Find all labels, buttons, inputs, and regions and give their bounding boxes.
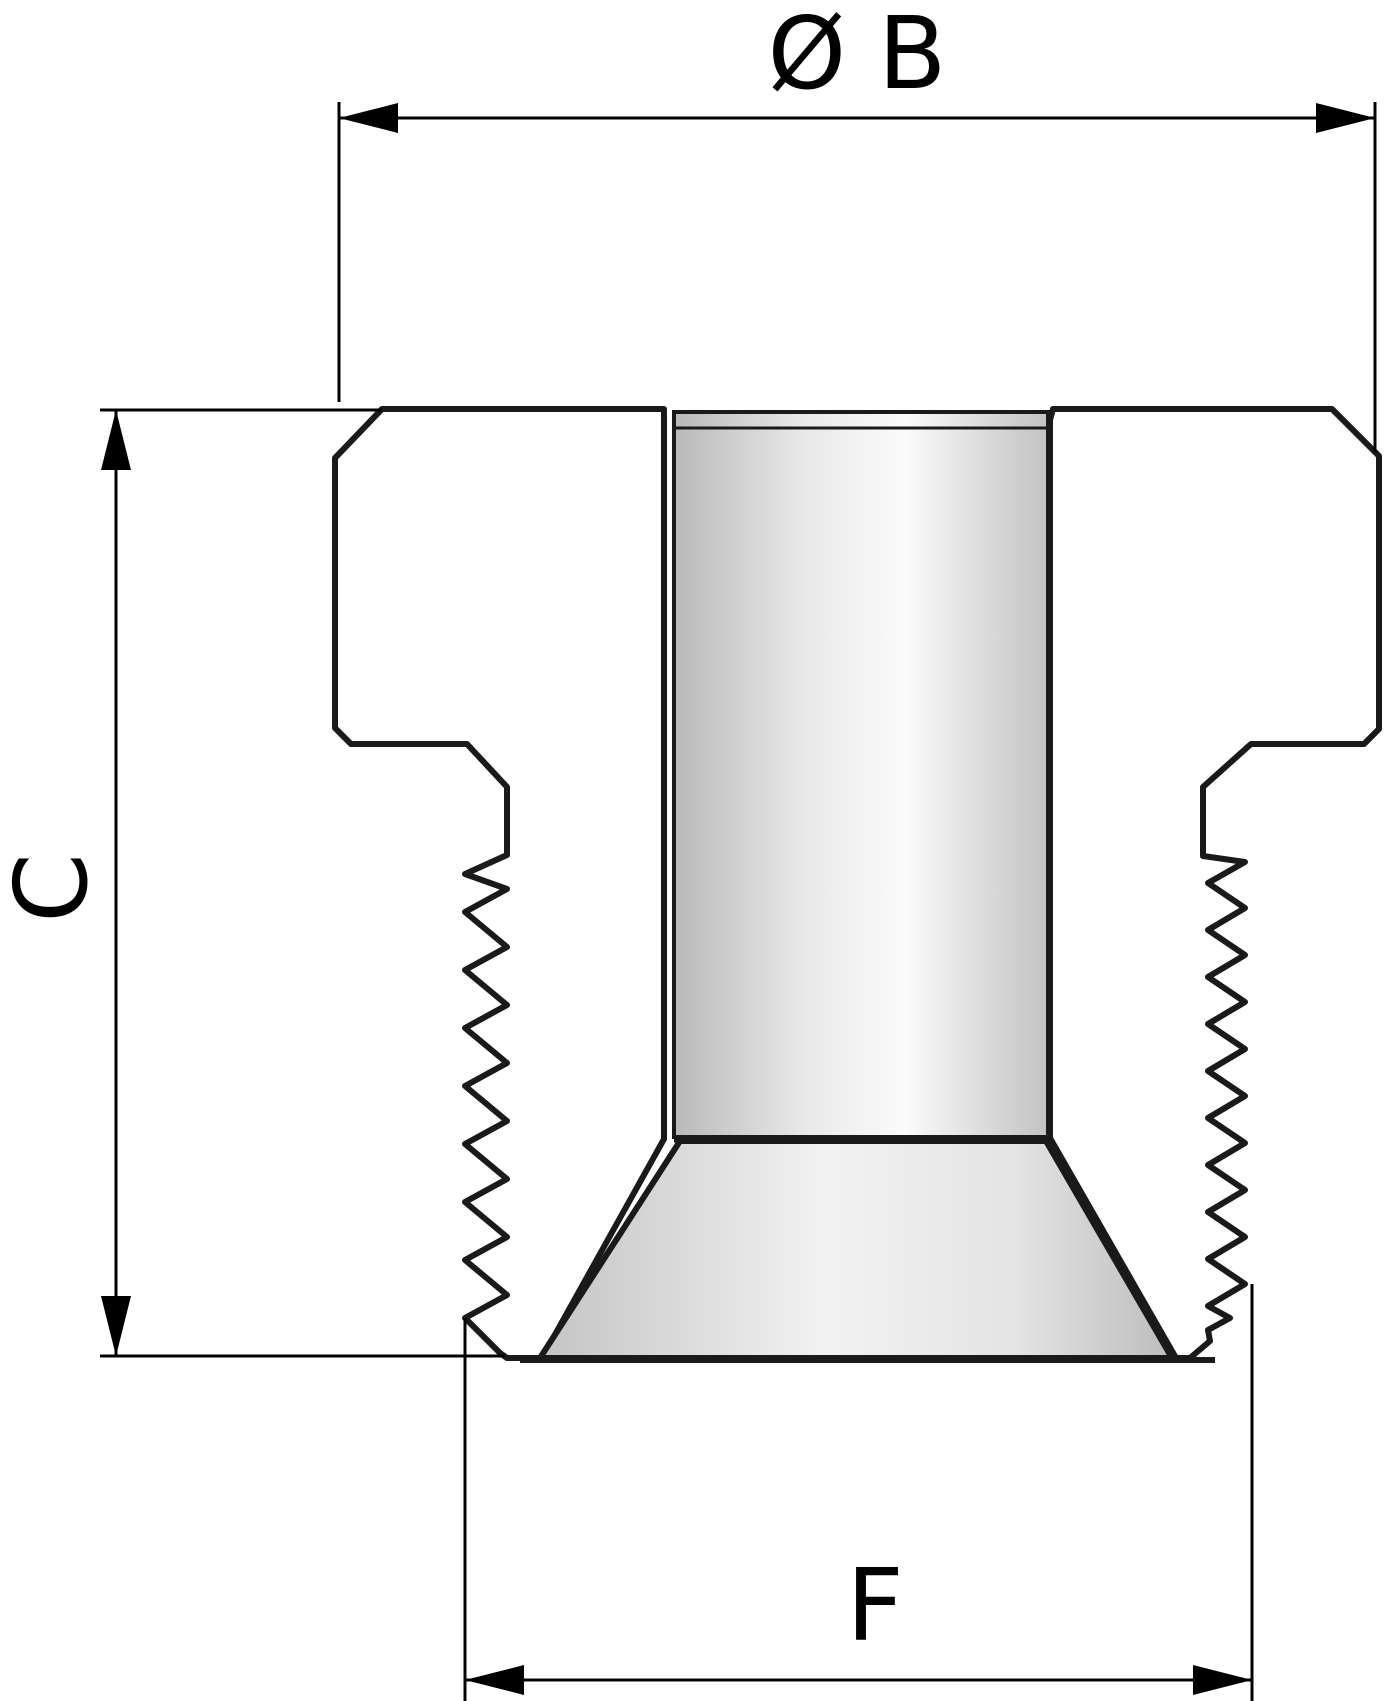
arrowhead-top <box>101 410 131 470</box>
dimension-f: F <box>463 1284 1254 1701</box>
arrowhead-right <box>1316 103 1375 133</box>
dimension-b: Ø B <box>337 0 1377 452</box>
arrowhead-left <box>339 103 398 133</box>
right-section-wall <box>1047 406 1382 1361</box>
dimension-c: C <box>0 408 505 1358</box>
countersink-cone <box>537 1138 1175 1361</box>
dimension-label-b: Ø B <box>767 0 946 112</box>
arrowhead-left-f <box>465 1665 524 1695</box>
arrowhead-right-f <box>1193 1665 1252 1695</box>
arrowhead-bottom <box>101 1296 131 1356</box>
bore <box>672 410 1050 1139</box>
left-section-wall <box>332 406 667 1361</box>
dimension-label-f: F <box>846 1547 904 1664</box>
dimension-label-c: C <box>0 853 110 923</box>
